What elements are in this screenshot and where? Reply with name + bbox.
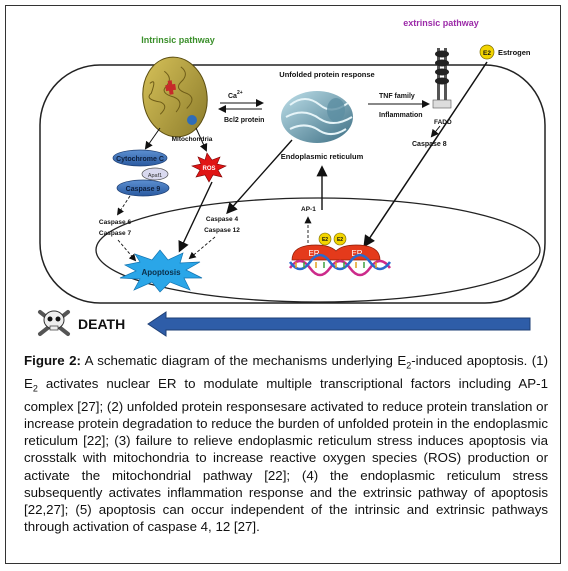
inflammation-label: Inflammation (379, 112, 423, 119)
estrogen-arrow (363, 61, 488, 248)
e2-badge (479, 44, 495, 60)
caption-text-3: activates nuclear ER to modulate multipl… (24, 375, 548, 535)
caption-sub-2: 2 (32, 383, 38, 394)
e2-badge-text: E2 (483, 50, 491, 57)
svg-text:E2: E2 (337, 237, 343, 243)
ros-label: ROS (202, 166, 215, 172)
er-to-caspase4-arrow (226, 139, 293, 215)
extrinsic-pathway-label: extrinsic pathway (403, 18, 479, 28)
caspase9-label: Caspase 9 (126, 186, 161, 193)
caption-text-2: -induced apoptosis. (1) E (24, 353, 549, 391)
fadd-arrow (430, 125, 441, 138)
ca-label: Ca2+ (228, 90, 243, 100)
apaf1-label: Apaf1 (148, 173, 162, 179)
bcl2-label: Bcl2 protein (224, 117, 264, 124)
mitochondrion-icon (142, 56, 208, 138)
skull-crossbones-icon (38, 310, 70, 336)
cell-membrane (39, 64, 546, 304)
figure-frame (5, 5, 561, 564)
svg-text:E2: E2 (322, 237, 328, 243)
er-label: Endoplasmic reticulum (281, 152, 364, 161)
mito-pore-icon (187, 115, 197, 125)
estrogen-label: Estrogen (498, 48, 531, 57)
svg-text:ER: ER (351, 249, 362, 258)
ros-burst (191, 152, 227, 183)
endoplasmic-reticulum-icon (281, 91, 353, 143)
mitochondria-label: Mitochondria (172, 136, 213, 143)
casp9-to-casp6-arrow (117, 195, 131, 216)
er-dimer-icon: E2 E2 ER ER (291, 232, 381, 261)
nucleus (95, 197, 541, 303)
caption-sub-1: 2 (406, 360, 412, 371)
svg-text:ER: ER (308, 249, 319, 258)
caspase7-label: Caspase 7 (99, 230, 132, 237)
caspase12-label: Caspase 12 (204, 227, 240, 234)
caspase8-label: Caspase 8 (412, 141, 447, 148)
intrinsic-pathway-label: Intrinsic pathway (141, 35, 215, 45)
ap1-label: AP-1 (301, 206, 316, 213)
death-arrow (147, 311, 531, 337)
dna-helix-icon (288, 253, 392, 277)
tnf-receptor-icon (432, 48, 452, 109)
fadd-label: FADD (434, 119, 452, 126)
caspase6-label: Caspase 6 (99, 219, 132, 226)
caspase12-to-apoptosis-arrow (188, 236, 216, 260)
ros-to-apoptosis-arrow (178, 181, 213, 253)
tnf-label: TNF family (379, 93, 415, 100)
apoptosis-label: Apoptosis (141, 268, 181, 277)
mito-to-cytc-arrow (144, 127, 161, 150)
figure-caption: Figure 2: A schematic diagram of the mec… (24, 352, 548, 535)
apaf1-oval (141, 167, 169, 181)
cytochrome-c-label: Cytochrome C (116, 156, 164, 163)
apoptosis-diagram: Intrinsic pathway extrinsic pathway E2 E… (38, 18, 546, 337)
figure-label: Figure 2: (24, 353, 81, 368)
caspase4-label: Caspase 4 (206, 216, 239, 223)
apoptosis-burst (119, 249, 203, 293)
casp7-to-apoptosis-arrow (117, 239, 137, 262)
mito-to-ros-arrow (195, 127, 208, 152)
caspase9-oval (116, 179, 170, 197)
death-label: DEATH (78, 316, 125, 332)
caption-text-1: A schematic diagram of the mechanisms un… (80, 353, 407, 368)
upr-label: Unfolded protein response (279, 70, 374, 79)
cytochrome-c-oval (112, 149, 168, 167)
